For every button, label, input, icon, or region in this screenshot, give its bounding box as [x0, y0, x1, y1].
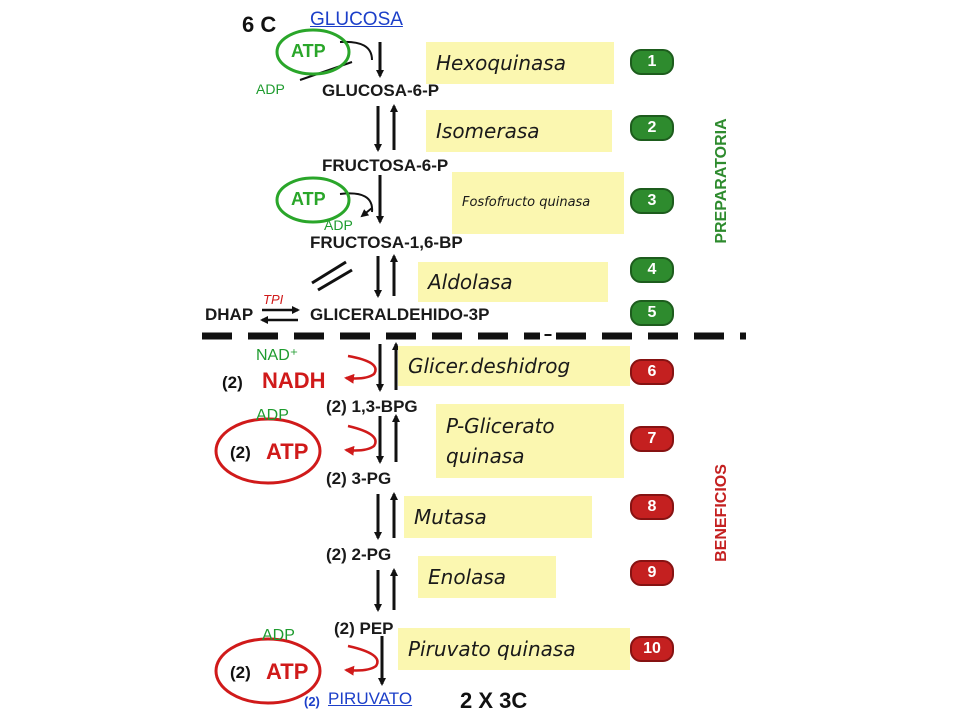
step-badge-4: 4 — [630, 257, 674, 283]
phase-label-preparatoria: PREPARATORIA — [713, 118, 730, 244]
enzyme-enolasa: Enolasa — [418, 556, 556, 598]
adp-label-4: ADP — [262, 627, 295, 644]
enzyme-isomerasa: Isomerasa — [426, 110, 612, 152]
atp7-curve — [344, 424, 377, 456]
carbons-top: 6 C — [242, 12, 277, 37]
nadh-label: NADH — [262, 368, 326, 393]
step-badge-10: 10 — [630, 636, 674, 662]
enzyme-glicer-deshidrog: Glicer.deshidrog — [398, 346, 630, 386]
step-badge-5: 5 — [630, 300, 674, 326]
atp-label-7: ATP — [266, 439, 309, 464]
piruvato-link[interactable]: PIRUVATO — [328, 689, 413, 708]
atp-label-10: ATP — [266, 659, 309, 684]
carbons-bottom: 2 X 3C — [460, 688, 528, 713]
metabolite-f6p: FRUCTOSA-6-P — [322, 156, 449, 175]
atp-label-1: ATP — [291, 41, 326, 61]
metabolite-g3p: GLICERALDEHIDO-3P — [310, 305, 490, 324]
step-badge-7: 7 — [630, 426, 674, 452]
split-arrow-b — [317, 268, 353, 292]
step-badge-3: 3 — [630, 188, 674, 214]
enzyme-aldolasa: Aldolasa — [418, 262, 608, 302]
atp-curve-1 — [339, 40, 373, 61]
nadh-curve — [344, 354, 377, 384]
atp-label-2: ATP — [291, 189, 326, 209]
pyruvate-multiplier: (2) — [304, 694, 320, 709]
step-badge-6: 6 — [630, 359, 674, 385]
atp10-multiplier: (2) — [230, 663, 251, 682]
atp-ellipse-7 — [214, 417, 322, 485]
metabolite-g6p: GLUCOSA-6-P — [322, 81, 440, 100]
enzyme-fosfofructoquinasa: Fosfofructo quinasa — [452, 172, 624, 234]
adp-label-2: ADP — [324, 217, 353, 233]
tpi-label: TPI — [263, 292, 284, 307]
adp-line-2 — [360, 207, 373, 218]
adp-label-1: ADP — [256, 81, 285, 97]
enzyme-p-glicerato-quinasa: P-Glicerato quinasa — [436, 404, 624, 478]
step-badge-9: 9 — [630, 560, 674, 586]
nadh-multiplier: (2) — [222, 373, 243, 392]
atp-ellipse-2 — [275, 176, 351, 224]
metabolite-dhap: DHAP — [205, 305, 254, 324]
nad-label: NAD⁺ — [256, 347, 299, 364]
atp10-curve — [344, 644, 379, 676]
step-badge-1: 1 — [630, 49, 674, 75]
split-arrow-a — [311, 260, 347, 285]
atp-ellipse-10 — [214, 637, 322, 705]
step-badge-8: 8 — [630, 494, 674, 520]
step-badge-2: 2 — [630, 115, 674, 141]
atp7-multiplier: (2) — [230, 443, 251, 462]
metabolite-2pg: (2) 2-PG — [326, 545, 392, 564]
adp-label-3: ADP — [256, 407, 289, 424]
enzyme-hexoquinasa: Hexoquinasa — [426, 42, 614, 84]
enzyme-piruvato-quinasa: Piruvato quinasa — [398, 628, 630, 670]
metabolite-f16bp: FRUCTOSA-1,6-BP — [310, 233, 463, 252]
metabolite-pep: (2) PEP — [334, 619, 394, 638]
atp-ellipse-1 — [275, 28, 351, 76]
metabolite-13bpg: (2) 1,3-BPG — [326, 397, 418, 416]
phase-divider — [202, 332, 746, 340]
glucosa-link[interactable]: GLUCOSA — [310, 9, 403, 30]
phase-label-beneficios: BENEFICIOS — [713, 464, 730, 562]
metabolite-3pg: (2) 3-PG — [326, 469, 392, 488]
enzyme-mutasa: Mutasa — [404, 496, 592, 538]
